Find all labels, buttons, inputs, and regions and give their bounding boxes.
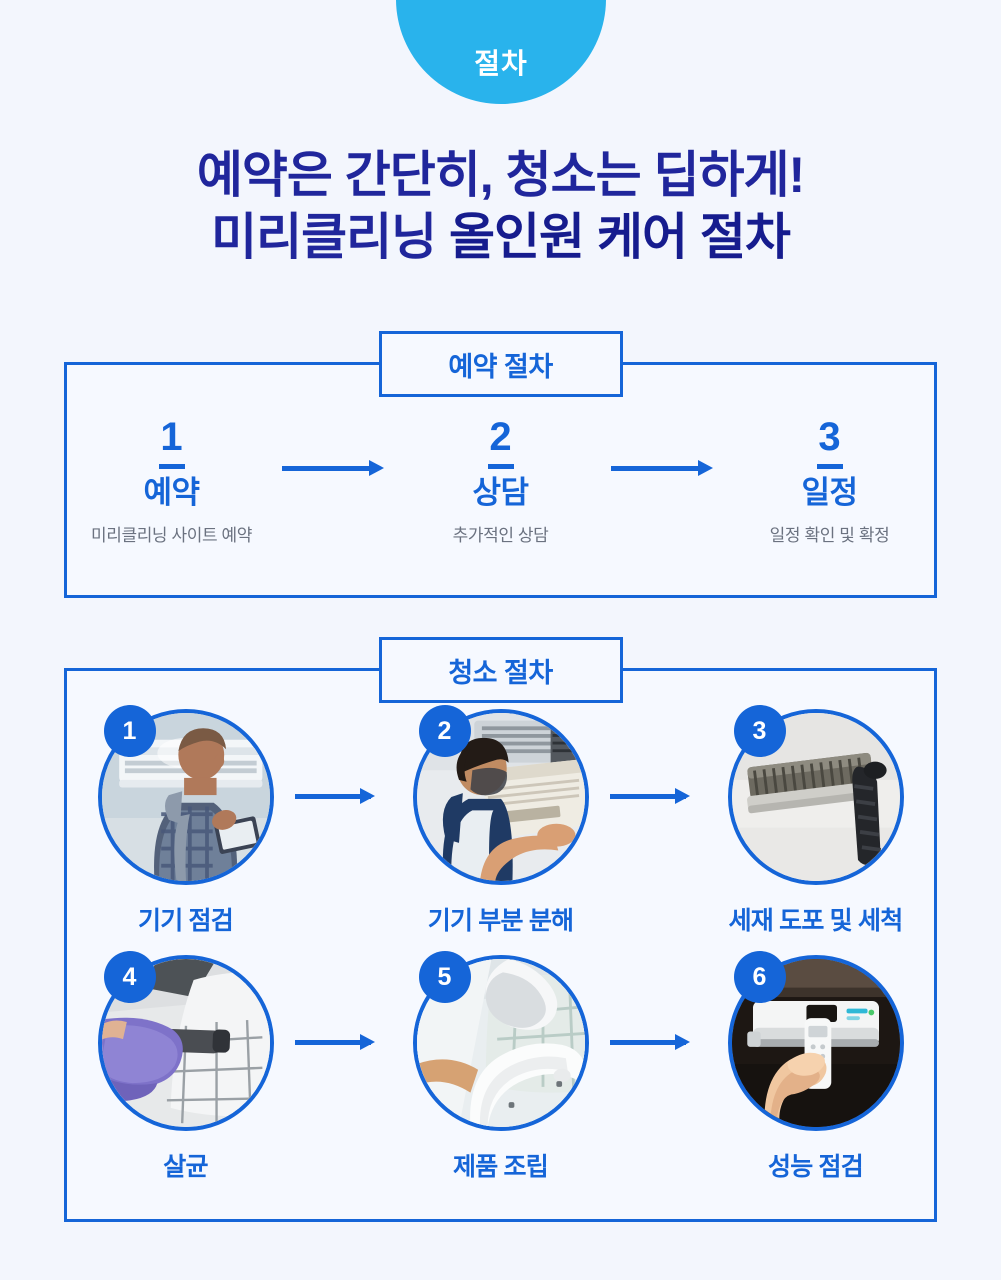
- cleaning-step-6-photo-wrap: 6: [727, 951, 904, 1131]
- arrow-shaft: [282, 466, 376, 471]
- reservation-step-3-desc: 일정 확인 및 확정: [769, 525, 890, 545]
- cleaning-step-2-caption: 기기 부분 분해: [427, 907, 574, 935]
- cleaning-step-5-badge: 5: [418, 951, 471, 1003]
- cleaning-step-1: 1: [78, 705, 293, 937]
- cleaning-step-3-photo-wrap: 3: [727, 705, 904, 885]
- reservation-section-label-text: 예약 절차: [448, 351, 553, 382]
- arrow-shaft: [611, 466, 705, 471]
- arrow-shaft: [295, 794, 371, 799]
- cleaning-step-5: 5: [393, 951, 608, 1183]
- arrow-right-icon: [276, 460, 396, 476]
- reservation-steps-row: 1 예약 미리클리닝 사이트 예약 2 상담 추가적인 상담 3: [67, 417, 934, 546]
- reservation-section: 예약 절차 1 예약 미리클리닝 사이트 예약 2 상담 추가적인 상담: [64, 331, 937, 598]
- page-title-line2-normal: 미리클리닝: [211, 209, 450, 265]
- arrow-head: [369, 460, 384, 476]
- reservation-step-1-desc: 미리클리닝 사이트 예약: [90, 525, 253, 545]
- sanitizing-ac-filter-photo: [97, 955, 274, 1131]
- cleaning-step-4-caption: 살균: [163, 1153, 208, 1181]
- step-divider-dash-icon: [158, 464, 185, 469]
- cleaning-step-3-badge: 3: [733, 705, 786, 757]
- arrow-right-icon: [608, 788, 708, 804]
- top-badge: 절차: [396, 0, 606, 104]
- arrow-head: [698, 460, 713, 476]
- cleaning-step-4-photo-wrap: 4: [97, 951, 274, 1131]
- cleaning-step-4: 4: [78, 951, 293, 1183]
- reservation-step-2-desc: 추가적인 상담: [452, 525, 549, 545]
- step-divider-dash-icon: [816, 464, 843, 469]
- reservation-step-1: 1 예약 미리클리닝 사이트 예약: [67, 417, 276, 546]
- arrow-shaft: [610, 1040, 686, 1045]
- top-badge-label: 절차: [474, 48, 528, 79]
- cleaning-step-6-badge: 6: [733, 951, 786, 1003]
- reservation-step-3: 3 일정 일정 확인 및 확정: [725, 417, 934, 546]
- cleaning-step-5-photo-wrap: 5: [412, 951, 589, 1131]
- cleaning-step-3: 3: [708, 705, 923, 937]
- cleaning-step-2: 2: [393, 705, 608, 937]
- arrow-head: [360, 1034, 375, 1050]
- cleaning-step-5-caption: 제품 조립: [453, 1153, 549, 1181]
- cleaning-steps-row-1: 1: [67, 705, 934, 937]
- cleaning-step-6: 6: [708, 951, 923, 1183]
- page-title: 예약은 간단히, 청소는 딥하게! 미리클리닝 올인원 케어 절차: [0, 146, 1001, 266]
- arrow-right-icon: [608, 1034, 708, 1050]
- reservation-step-3-number: 3: [818, 415, 841, 459]
- reservation-step-1-title: 예약: [143, 475, 200, 510]
- reservation-step-2: 2 상담 추가적인 상담: [396, 417, 605, 546]
- page-title-line2-strong: 올인원 케어 절차: [449, 209, 791, 265]
- arrow-right-icon: [293, 1034, 393, 1050]
- cleaning-step-3-caption: 세재 도포 및 세척: [728, 907, 904, 935]
- cleaning-step-6-caption: 성능 점검: [768, 1153, 864, 1181]
- reservation-step-2-number: 2: [489, 415, 512, 459]
- cleaning-step-1-badge: 1: [103, 705, 156, 757]
- arrow-head: [675, 788, 690, 804]
- arrow-head: [675, 1034, 690, 1050]
- arrow-shaft: [610, 794, 686, 799]
- reservation-step-1-number: 1: [160, 415, 183, 459]
- cleaning-step-2-badge: 2: [418, 705, 471, 757]
- step-divider-dash-icon: [487, 464, 514, 469]
- reservation-section-label: 예약 절차: [378, 331, 623, 397]
- cleaning-step-4-badge: 4: [103, 951, 156, 1003]
- reservation-step-3-title: 일정: [801, 475, 858, 510]
- cleaning-step-1-caption: 기기 점검: [138, 907, 234, 935]
- arrow-right-icon: [605, 460, 725, 476]
- reservation-step-2-title: 상담: [472, 475, 529, 510]
- cleaning-step-1-photo-wrap: 1: [97, 705, 274, 885]
- cleaning-steps-row-2: 4: [67, 951, 934, 1183]
- arrow-shaft: [295, 1040, 371, 1045]
- page-title-line2: 미리클리닝 올인원 케어 절차: [0, 208, 1001, 266]
- reassembling-ac-photo: [412, 955, 589, 1131]
- page-title-line1: 예약은 간단히, 청소는 딥하게!: [196, 147, 805, 203]
- cleaning-step-2-photo-wrap: 2: [412, 705, 589, 885]
- cleaning-section-label-text: 청소 절차: [448, 657, 553, 688]
- arrow-head: [360, 788, 375, 804]
- cleaning-section: 청소 절차 1: [64, 637, 937, 1222]
- cleaning-steps-grid: 1: [67, 705, 934, 1201]
- cleaning-section-label: 청소 절차: [378, 637, 623, 703]
- arrow-right-icon: [293, 788, 393, 804]
